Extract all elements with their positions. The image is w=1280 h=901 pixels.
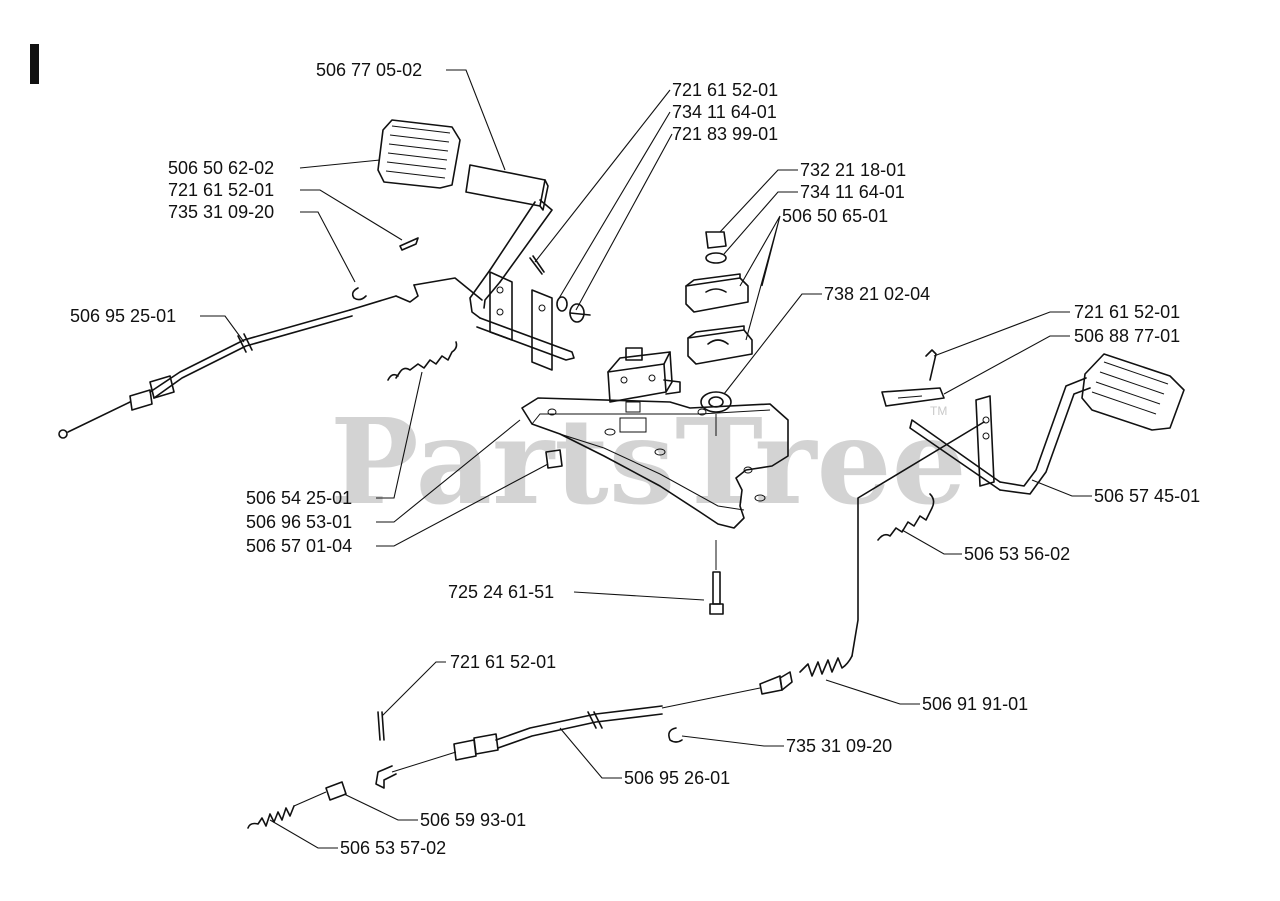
part-label: 721 83 99-01 [672,124,778,144]
part-label: 506 54 25-01 [246,488,352,508]
part-label: 506 50 65-01 [782,206,888,226]
left-pedal-pad [377,119,461,189]
part-label: 734 11 64-01 [672,102,777,122]
return-wire [851,421,985,657]
cotter-pin-upper [529,255,545,275]
mount-block-upper [685,273,749,313]
part-label: 721 61 52-01 [1074,302,1180,322]
part-label: 506 53 56-02 [964,544,1070,564]
part-label: 721 61 52-01 [672,80,778,100]
section-marker [30,44,39,84]
mount-block-lower [687,325,753,365]
right-pedal-arm [909,377,1091,495]
right-pedal-pad [1081,353,1185,431]
watermark-trademark: TM [930,404,947,418]
pivot-washer [700,391,732,436]
part-label: 506 91 91-01 [922,694,1028,714]
part-label: 725 24 61-51 [448,582,554,602]
shaft-clamp-block [607,347,681,403]
left-pedal-arm [469,199,575,361]
left-pedal-plate [465,164,549,211]
part-label: 735 31 09-20 [168,202,274,222]
spring-right [877,493,935,541]
part-label: 506 88 77-01 [1074,326,1180,346]
part-label: 506 96 53-01 [246,512,352,532]
spring-bottom-right [799,655,853,677]
part-label: 506 57 45-01 [1094,486,1200,506]
part-label: 735 31 09-20 [786,736,892,756]
part-label: 506 57 01-04 [246,536,352,556]
e-clip-lower [668,727,683,743]
spring-left-upper [387,341,458,381]
nut-washer-stack [705,231,727,264]
cable-clip [325,781,347,801]
part-label: 734 11 64-01 [800,182,905,202]
right-bracket [881,349,995,487]
bolt-725 [709,540,724,615]
upper-left-cable [58,277,483,439]
part-labels: 506 77 05-02 721 61 52-01 734 11 64-01 7… [70,60,1200,858]
part-label: 721 61 52-01 [168,180,274,200]
leader-lines [200,69,1092,849]
part-label: 506 95 26-01 [624,768,730,788]
pedal-bracket-left [489,271,553,371]
part-label: 721 61 52-01 [450,652,556,672]
part-label: 506 50 62-02 [168,158,274,178]
washer-bolt-upper [556,296,591,323]
spring-bottom-left [247,791,327,829]
part-label: 506 95 25-01 [70,306,176,326]
part-label: 732 21 18-01 [800,160,906,180]
part-label: 506 77 05-02 [316,60,422,80]
part-label: 506 53 57-02 [340,838,446,858]
cotter-pin-left [399,237,419,251]
part-label: 738 21 02-04 [824,284,930,304]
part-label: 506 59 93-01 [420,810,526,830]
watermark: PartsTree [330,392,967,531]
lower-cable [375,671,793,789]
cotter-pin-lower [377,711,385,741]
e-clip-left [351,287,367,301]
plate-nut [545,449,563,469]
